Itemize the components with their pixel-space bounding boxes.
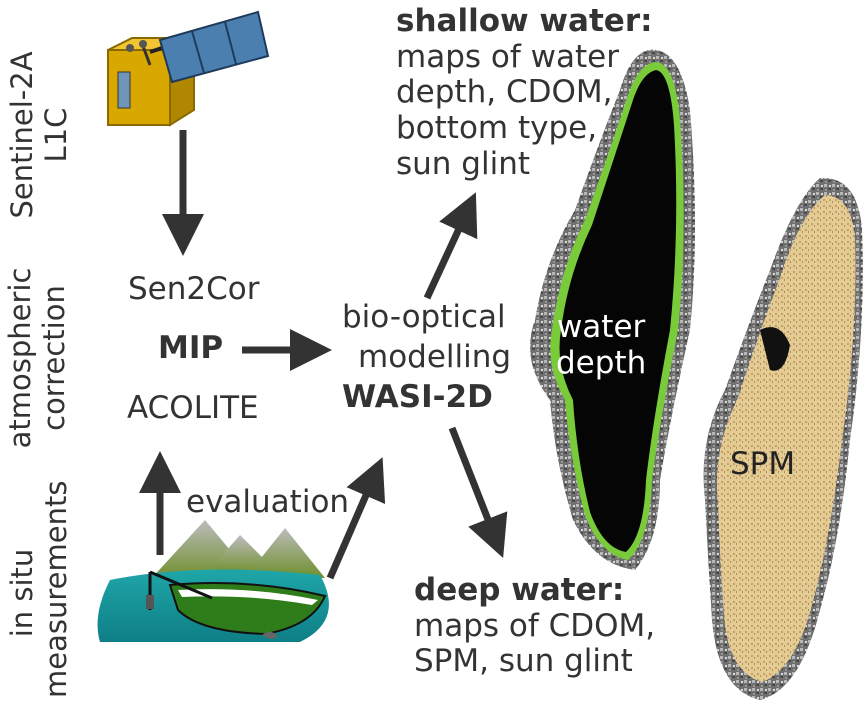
spm-map bbox=[703, 177, 863, 700]
water-depth-map bbox=[530, 49, 695, 570]
deep-water-block: deep water: maps of CDOM, SPM, sun glint bbox=[414, 572, 656, 680]
label-atmos-line2: correction bbox=[37, 285, 71, 431]
arrow-model-to-deep bbox=[448, 426, 508, 559]
label-insitu: in situ measurements bbox=[5, 480, 75, 698]
label-sentinel-line2: L1C bbox=[39, 107, 73, 163]
deep-heading: deep water: bbox=[414, 572, 625, 608]
sen2cor-label: Sen2Cor bbox=[128, 271, 260, 307]
shallow-water-block: shallow water: maps of water depth, CDOM… bbox=[396, 3, 653, 182]
shallow-line2: depth, CDOM, bbox=[396, 74, 613, 111]
label-insitu-line1: in situ bbox=[5, 548, 39, 638]
shallow-heading: shallow water: bbox=[396, 3, 653, 39]
water-depth-lake bbox=[559, 70, 677, 552]
shallow-line1: maps of water bbox=[396, 38, 619, 75]
solar-panel bbox=[158, 10, 270, 84]
acolite-label: ACOLITE bbox=[127, 390, 259, 426]
satellite-body bbox=[107, 49, 171, 126]
insitu-scene-icon bbox=[97, 520, 329, 642]
spm-lake bbox=[716, 195, 856, 682]
model-line1: bio-optical bbox=[342, 299, 506, 335]
arrow-insitu-to-model bbox=[326, 457, 386, 580]
arrow-model-to-shallow bbox=[423, 192, 478, 300]
deep-line2: SPM, sun glint bbox=[414, 643, 633, 680]
label-atmos-line1: atmospheric bbox=[3, 267, 37, 449]
mip-label: MIP bbox=[158, 330, 224, 366]
spm-label: SPM bbox=[730, 446, 796, 482]
label-insitu-line2: measurements bbox=[39, 480, 73, 698]
water-depth-label-line2: depth bbox=[556, 344, 647, 381]
label-atmos: atmospheric correction bbox=[3, 238, 73, 478]
shallow-line3: bottom type, bbox=[396, 109, 598, 146]
label-sentinel: Sentinel-2A L1C bbox=[5, 45, 75, 225]
evaluation-label: evaluation bbox=[186, 484, 350, 520]
deep-line1: maps of CDOM, bbox=[414, 607, 656, 644]
satellite-icon bbox=[107, 10, 270, 127]
label-sentinel-line1: Sentinel-2A bbox=[5, 51, 39, 219]
shallow-line4: sun glint bbox=[396, 145, 531, 182]
water-depth-label-line1: water bbox=[556, 309, 646, 345]
water-depth-label: water depth bbox=[556, 309, 647, 381]
model-name: WASI-2D bbox=[342, 379, 493, 415]
model-line2: modelling bbox=[358, 339, 512, 375]
